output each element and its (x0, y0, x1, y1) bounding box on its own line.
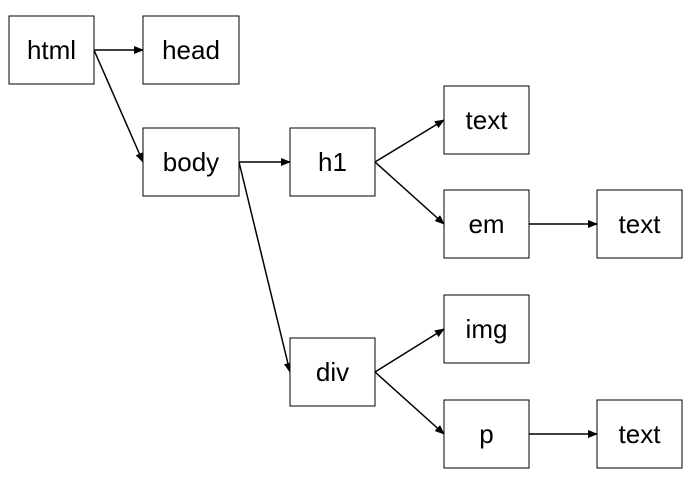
edge-body-to-div (238, 161, 292, 373)
edge-html-to-body (93, 49, 144, 163)
node-em-text: text (596, 189, 683, 259)
node-h1-label: h1 (318, 147, 347, 177)
node-body: body (142, 127, 240, 197)
node-p-text: text (596, 399, 683, 469)
node-p-text-label: text (619, 419, 662, 449)
node-em-text-label: text (619, 209, 662, 239)
node-body-label: body (163, 147, 219, 177)
node-em-label: em (468, 209, 504, 239)
edge-h1-to-h1-text (374, 119, 445, 163)
node-head: head (142, 15, 240, 85)
edge-h1-to-em (374, 161, 445, 225)
node-head-label: head (162, 35, 220, 65)
edge-div-to-p (374, 371, 445, 435)
node-h1-text-label: text (466, 105, 509, 135)
node-p: p (443, 399, 530, 469)
node-p-label: p (479, 419, 493, 449)
edges-layer (93, 46, 598, 438)
node-html-label: html (27, 35, 76, 65)
node-h1-text: text (443, 85, 530, 155)
node-img: img (443, 294, 530, 364)
node-div: div (289, 337, 376, 407)
node-div-label: div (316, 357, 349, 387)
edge-div-to-img (374, 328, 445, 373)
node-html: html (8, 15, 95, 85)
node-em: em (443, 189, 530, 259)
node-img-label: img (466, 314, 508, 344)
node-h1: h1 (289, 127, 376, 197)
